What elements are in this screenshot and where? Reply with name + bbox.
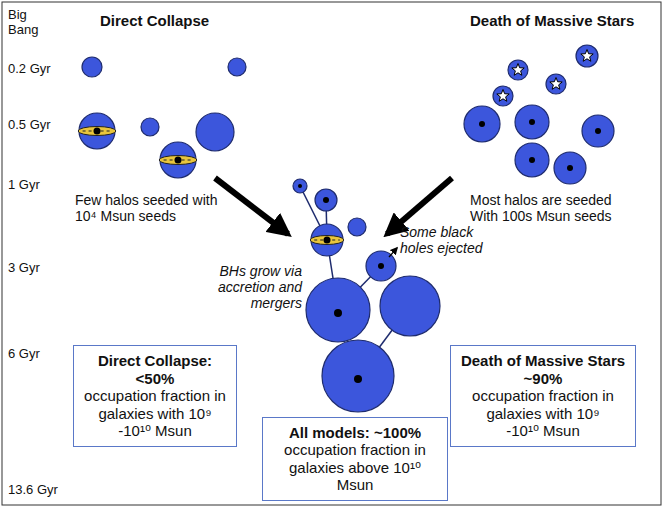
time-label: 3 Gyr	[8, 261, 68, 276]
halo	[196, 113, 234, 151]
occupation-box: Death of Massive Stars ~90%occupation fr…	[450, 345, 636, 447]
time-label: 6 Gyr	[8, 347, 68, 362]
box-heading: Direct Collapse: <50%	[85, 352, 225, 387]
seed-note: Few halos seeded with 10⁴ Msun seeds	[75, 192, 225, 224]
halo	[228, 58, 246, 76]
halo	[464, 106, 500, 142]
time-label: 1 Gyr	[8, 178, 68, 193]
model-title: Death of Massive Stars	[470, 12, 660, 29]
halo	[493, 86, 513, 106]
halo	[159, 142, 197, 178]
halo	[348, 218, 366, 236]
halo	[310, 224, 344, 256]
seed-note: Most halos are seeded With 100s Msun see…	[470, 192, 630, 224]
time-label: Big Bang	[8, 8, 42, 38]
flow-arrow	[215, 178, 288, 234]
model-title: Direct Collapse	[100, 12, 260, 29]
halo	[306, 278, 370, 342]
box-body: occupation fraction in galaxies above 10…	[282, 441, 428, 494]
halo	[515, 143, 549, 177]
halo	[315, 189, 337, 211]
occupation-box: Direct Collapse: <50%occupation fraction…	[73, 345, 237, 447]
time-label: 0.2 Gyr	[8, 62, 68, 77]
box-heading: All models: ~100%	[270, 424, 440, 442]
box-body: occupation fraction in galaxies with 10⁹…	[470, 387, 616, 440]
time-label: 13.6 Gyr	[8, 483, 68, 498]
halo	[508, 60, 528, 80]
halo	[582, 115, 614, 147]
halo	[293, 179, 307, 193]
annotation: BHs grow via accretion and mergers	[188, 263, 302, 311]
halo	[554, 152, 586, 184]
ejection-arrow	[389, 248, 397, 257]
time-label: 0.5 Gyr	[8, 118, 68, 133]
halo	[78, 113, 116, 149]
halo	[515, 105, 549, 139]
halo	[366, 251, 396, 281]
halo	[141, 118, 159, 136]
annotation: Some black holes ejected	[400, 224, 490, 256]
halo	[576, 45, 598, 67]
halo	[322, 340, 394, 412]
halo	[82, 57, 102, 77]
occupation-box: All models: ~100%occupation fraction in …	[262, 417, 448, 501]
halo	[546, 74, 566, 94]
box-heading: Death of Massive Stars ~90%	[457, 352, 629, 387]
halo	[380, 276, 440, 336]
box-body: occupation fraction in galaxies with 10⁹…	[84, 387, 226, 440]
